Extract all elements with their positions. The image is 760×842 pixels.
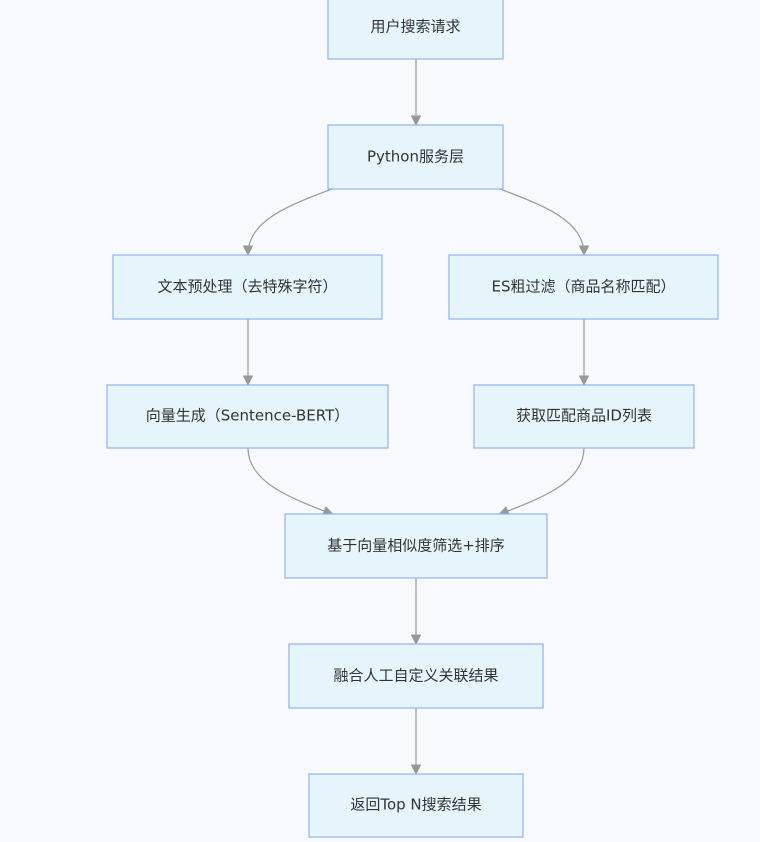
edges [248, 59, 584, 773]
node-es-filter: ES粗过滤（商品名称匹配） [448, 254, 719, 320]
node-similarity-rank-label: 基于向量相似度筛选+排序 [327, 537, 505, 555]
edge-ids-to-rank [500, 447, 585, 514]
node-text-preprocess-label: 文本预处理（去特殊字符） [157, 278, 337, 296]
node-return-topn-label: 返回Top N搜索结果 [350, 796, 481, 814]
edge-service-to-preprocess [248, 188, 333, 254]
node-get-ids: 获取匹配商品ID列表 [473, 384, 695, 449]
edge-service-to-es-filter [499, 188, 584, 254]
node-merge-manual-label: 融合人工自定义关联结果 [333, 667, 498, 685]
node-python-service-label: Python服务层 [367, 148, 464, 166]
node-vector-gen-label: 向量生成（Sentence-BERT） [146, 407, 350, 425]
node-return-topn: 返回Top N搜索结果 [308, 773, 524, 838]
node-merge-manual: 融合人工自定义关联结果 [288, 643, 544, 709]
node-get-ids-label: 获取匹配商品ID列表 [516, 407, 652, 425]
node-es-filter-label: ES粗过滤（商品名称匹配） [491, 278, 675, 296]
node-python-service: Python服务层 [327, 124, 504, 190]
node-user-request: 用户搜索请求 [327, 0, 504, 60]
node-vector-gen: 向量生成（Sentence-BERT） [106, 384, 389, 449]
node-user-request-label: 用户搜索请求 [370, 18, 460, 36]
node-similarity-rank: 基于向量相似度筛选+排序 [284, 513, 548, 579]
node-text-preprocess: 文本预处理（去特殊字符） [112, 254, 383, 320]
edge-vector-to-rank [247, 447, 332, 514]
